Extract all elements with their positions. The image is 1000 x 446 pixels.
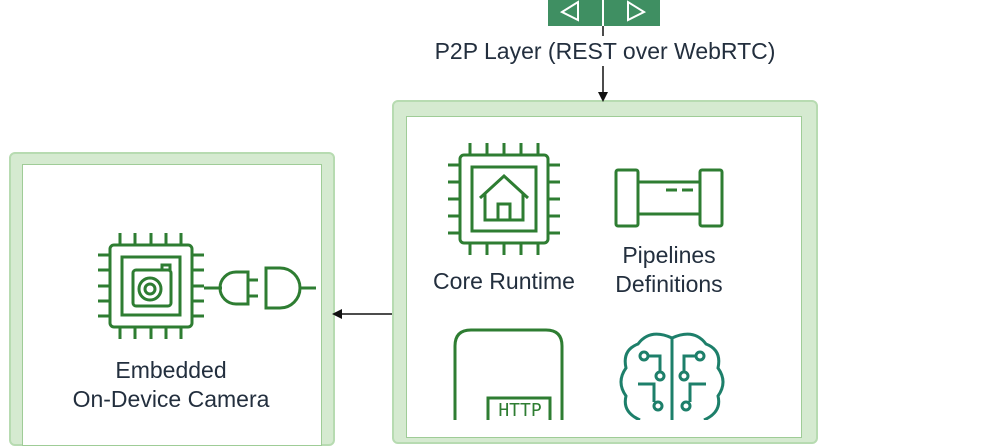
network-layer-icon (548, 0, 660, 26)
camera-label-line1: Embedded (115, 357, 227, 383)
chip-camera-icon (98, 233, 204, 339)
camera-label-line2: On-Device Camera (72, 386, 270, 412)
chip-home-icon (448, 143, 560, 255)
brain-circuit-icon (619, 332, 725, 420)
http-icon-text: HTTP (498, 400, 542, 421)
http-icon (453, 328, 564, 420)
pipelines-label-line2: Definitions (615, 271, 723, 297)
core-runtime-label: Core Runtime (433, 268, 575, 294)
diagram-canvas (98, 0, 725, 420)
p2p-layer-label: P2P Layer (REST over WebRTC) (400, 36, 810, 66)
plug-connector-icon (204, 266, 316, 310)
pipeline-icon (614, 168, 724, 228)
pipelines-label-line1: Pipelines (622, 242, 716, 268)
